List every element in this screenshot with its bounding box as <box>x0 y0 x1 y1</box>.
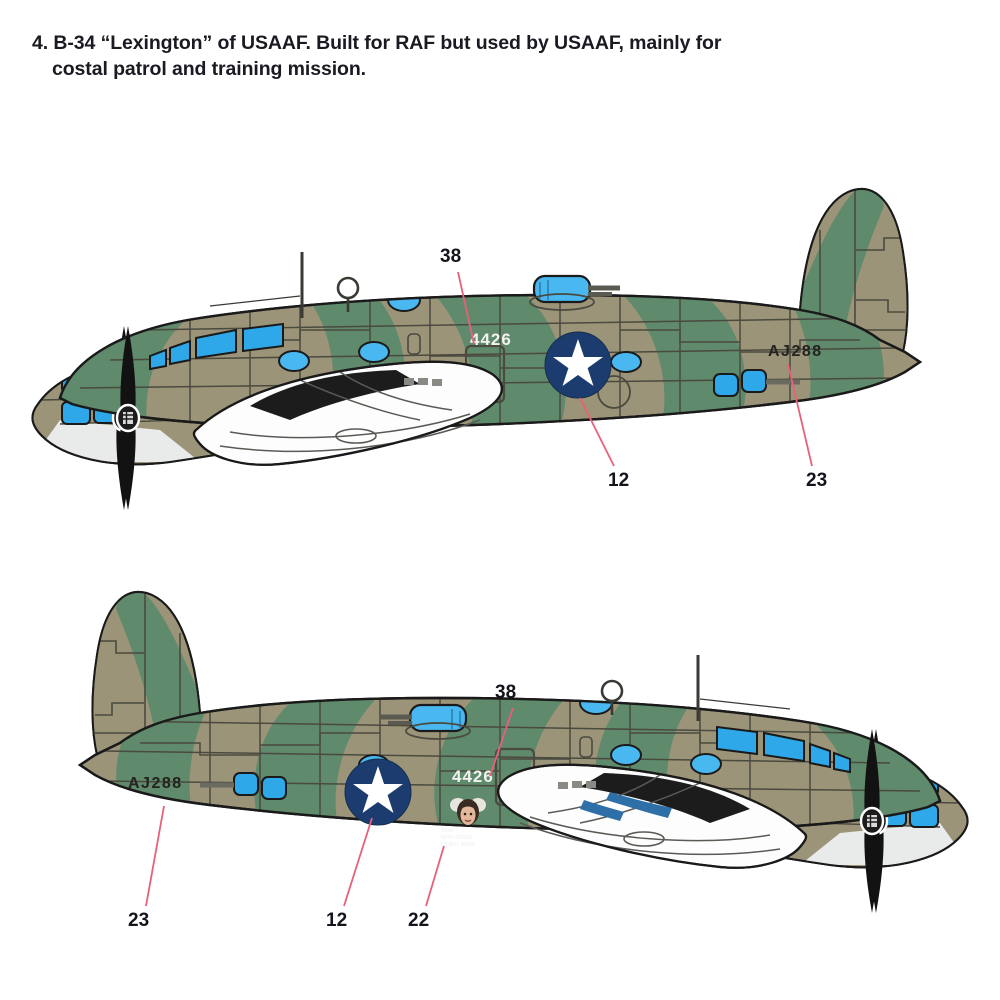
leader-line-23 <box>145 805 165 907</box>
upper-tail-serial: AJ288 <box>768 343 823 360</box>
caption-line-1: B-34 “Lexington” of USAAF. Built for RAF… <box>53 32 722 54</box>
lower-fuselage-code: 4426 <box>452 767 494 786</box>
svg-text:LB BUT ROAD: LB BUT ROAD <box>441 842 476 848</box>
lower-dorsal-turret <box>380 703 471 740</box>
callout-23: 23 <box>128 910 149 931</box>
nose-art-decal: TRAV WITH OUTER LB BUT ROAD <box>441 798 486 848</box>
upper-fuselage-code: 4426 <box>470 330 512 349</box>
lower-waist-windows <box>233 772 287 800</box>
loop-antenna-icon <box>600 679 624 715</box>
lower-aircraft-profile: 4426 AJ288 TRAV WITH OUTER LB BUT ROAD 3… <box>77 591 969 931</box>
caption-line-2: costal patrol and training mission. <box>52 58 366 80</box>
loop-antenna-icon <box>336 276 360 312</box>
leader-line-22 <box>425 845 445 907</box>
upper-star-insignia <box>544 331 612 399</box>
callout-38: 38 <box>440 246 461 267</box>
lower-cockpit-glazing <box>716 725 851 774</box>
leader-line-23 <box>787 363 813 467</box>
upper-cockpit-glazing <box>149 322 284 371</box>
upper-callouts: 38 12 23 <box>440 246 827 491</box>
callout-22: 22 <box>408 910 429 931</box>
page-caption: 4. B-34 “Lexington” of USAAF. Built for … <box>32 30 932 82</box>
callout-23: 23 <box>806 470 827 491</box>
lower-callouts: 38 23 12 22 <box>128 682 516 931</box>
leader-line-12 <box>579 397 615 467</box>
leader-line-12 <box>343 817 373 907</box>
callout-12: 12 <box>608 470 629 491</box>
caption-number: 4. <box>32 32 49 54</box>
leader-line-38 <box>489 707 514 777</box>
svg-text:TRAV: TRAV <box>441 828 455 834</box>
upper-aircraft-profile: 4426 AJ288 38 12 23 <box>31 188 923 512</box>
upper-near-wing-nacelle <box>192 360 503 466</box>
leader-line-38 <box>457 271 475 345</box>
upper-dorsal-turret <box>529 274 620 311</box>
lower-near-wing-nacelle <box>497 763 808 869</box>
lower-star-insignia <box>344 758 412 826</box>
callout-12: 12 <box>326 910 347 931</box>
svg-text:WITH OUTER: WITH OUTER <box>441 835 473 841</box>
callout-38: 38 <box>495 682 516 703</box>
lower-tail-serial: AJ288 <box>128 775 183 792</box>
